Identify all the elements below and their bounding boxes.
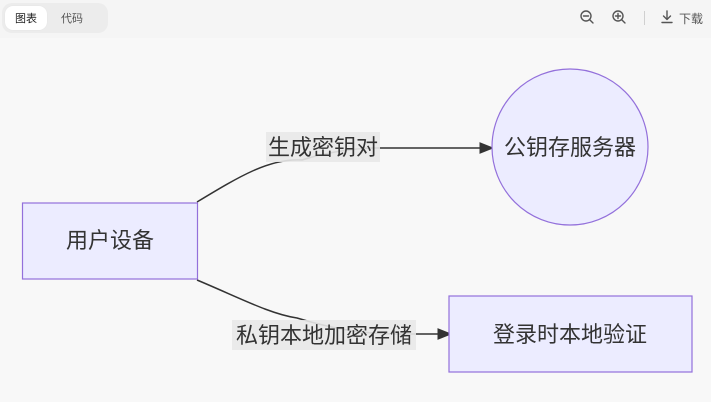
edge-label-store-private-key: 私钥本地加密存储 [236,324,412,349]
zoom-in-button[interactable] [608,8,630,28]
download-button[interactable]: 下载 [659,9,703,28]
toolbar-actions: 下载 [576,8,703,28]
node-login-verify[interactable] [448,295,693,373]
node-public-key-server[interactable] [491,68,649,226]
tab-chart[interactable]: 图表 [5,6,47,30]
view-tabs: 图表 代码 [2,3,108,33]
diagram-canvas: 生成密钥对 私钥本地加密存储 用户设备 公钥存服务器 登录时本地验证 [0,38,711,402]
tab-code[interactable]: 代码 [61,12,83,25]
download-label: 下载 [678,11,703,26]
zoom-out-icon [579,9,595,28]
toolbar: 图表 代码 [0,0,711,38]
node-user-device-label: 用户设备 [66,229,154,254]
node-user-device[interactable] [21,202,199,280]
zoom-in-icon [611,9,627,28]
edge-label-bg-generate [266,132,380,162]
zoom-out-button[interactable] [576,8,598,28]
edge-label-generate-keypair: 生成密钥对 [268,136,378,161]
flowchart: 生成密钥对 私钥本地加密存储 用户设备 公钥存服务器 登录时本地验证 [21,68,693,373]
toolbar-divider [643,11,645,25]
download-icon [659,9,675,28]
node-public-key-server-label: 公钥存服务器 [504,136,636,161]
edge-label-bg-store [232,320,416,350]
node-login-verify-label: 登录时本地验证 [493,323,647,348]
